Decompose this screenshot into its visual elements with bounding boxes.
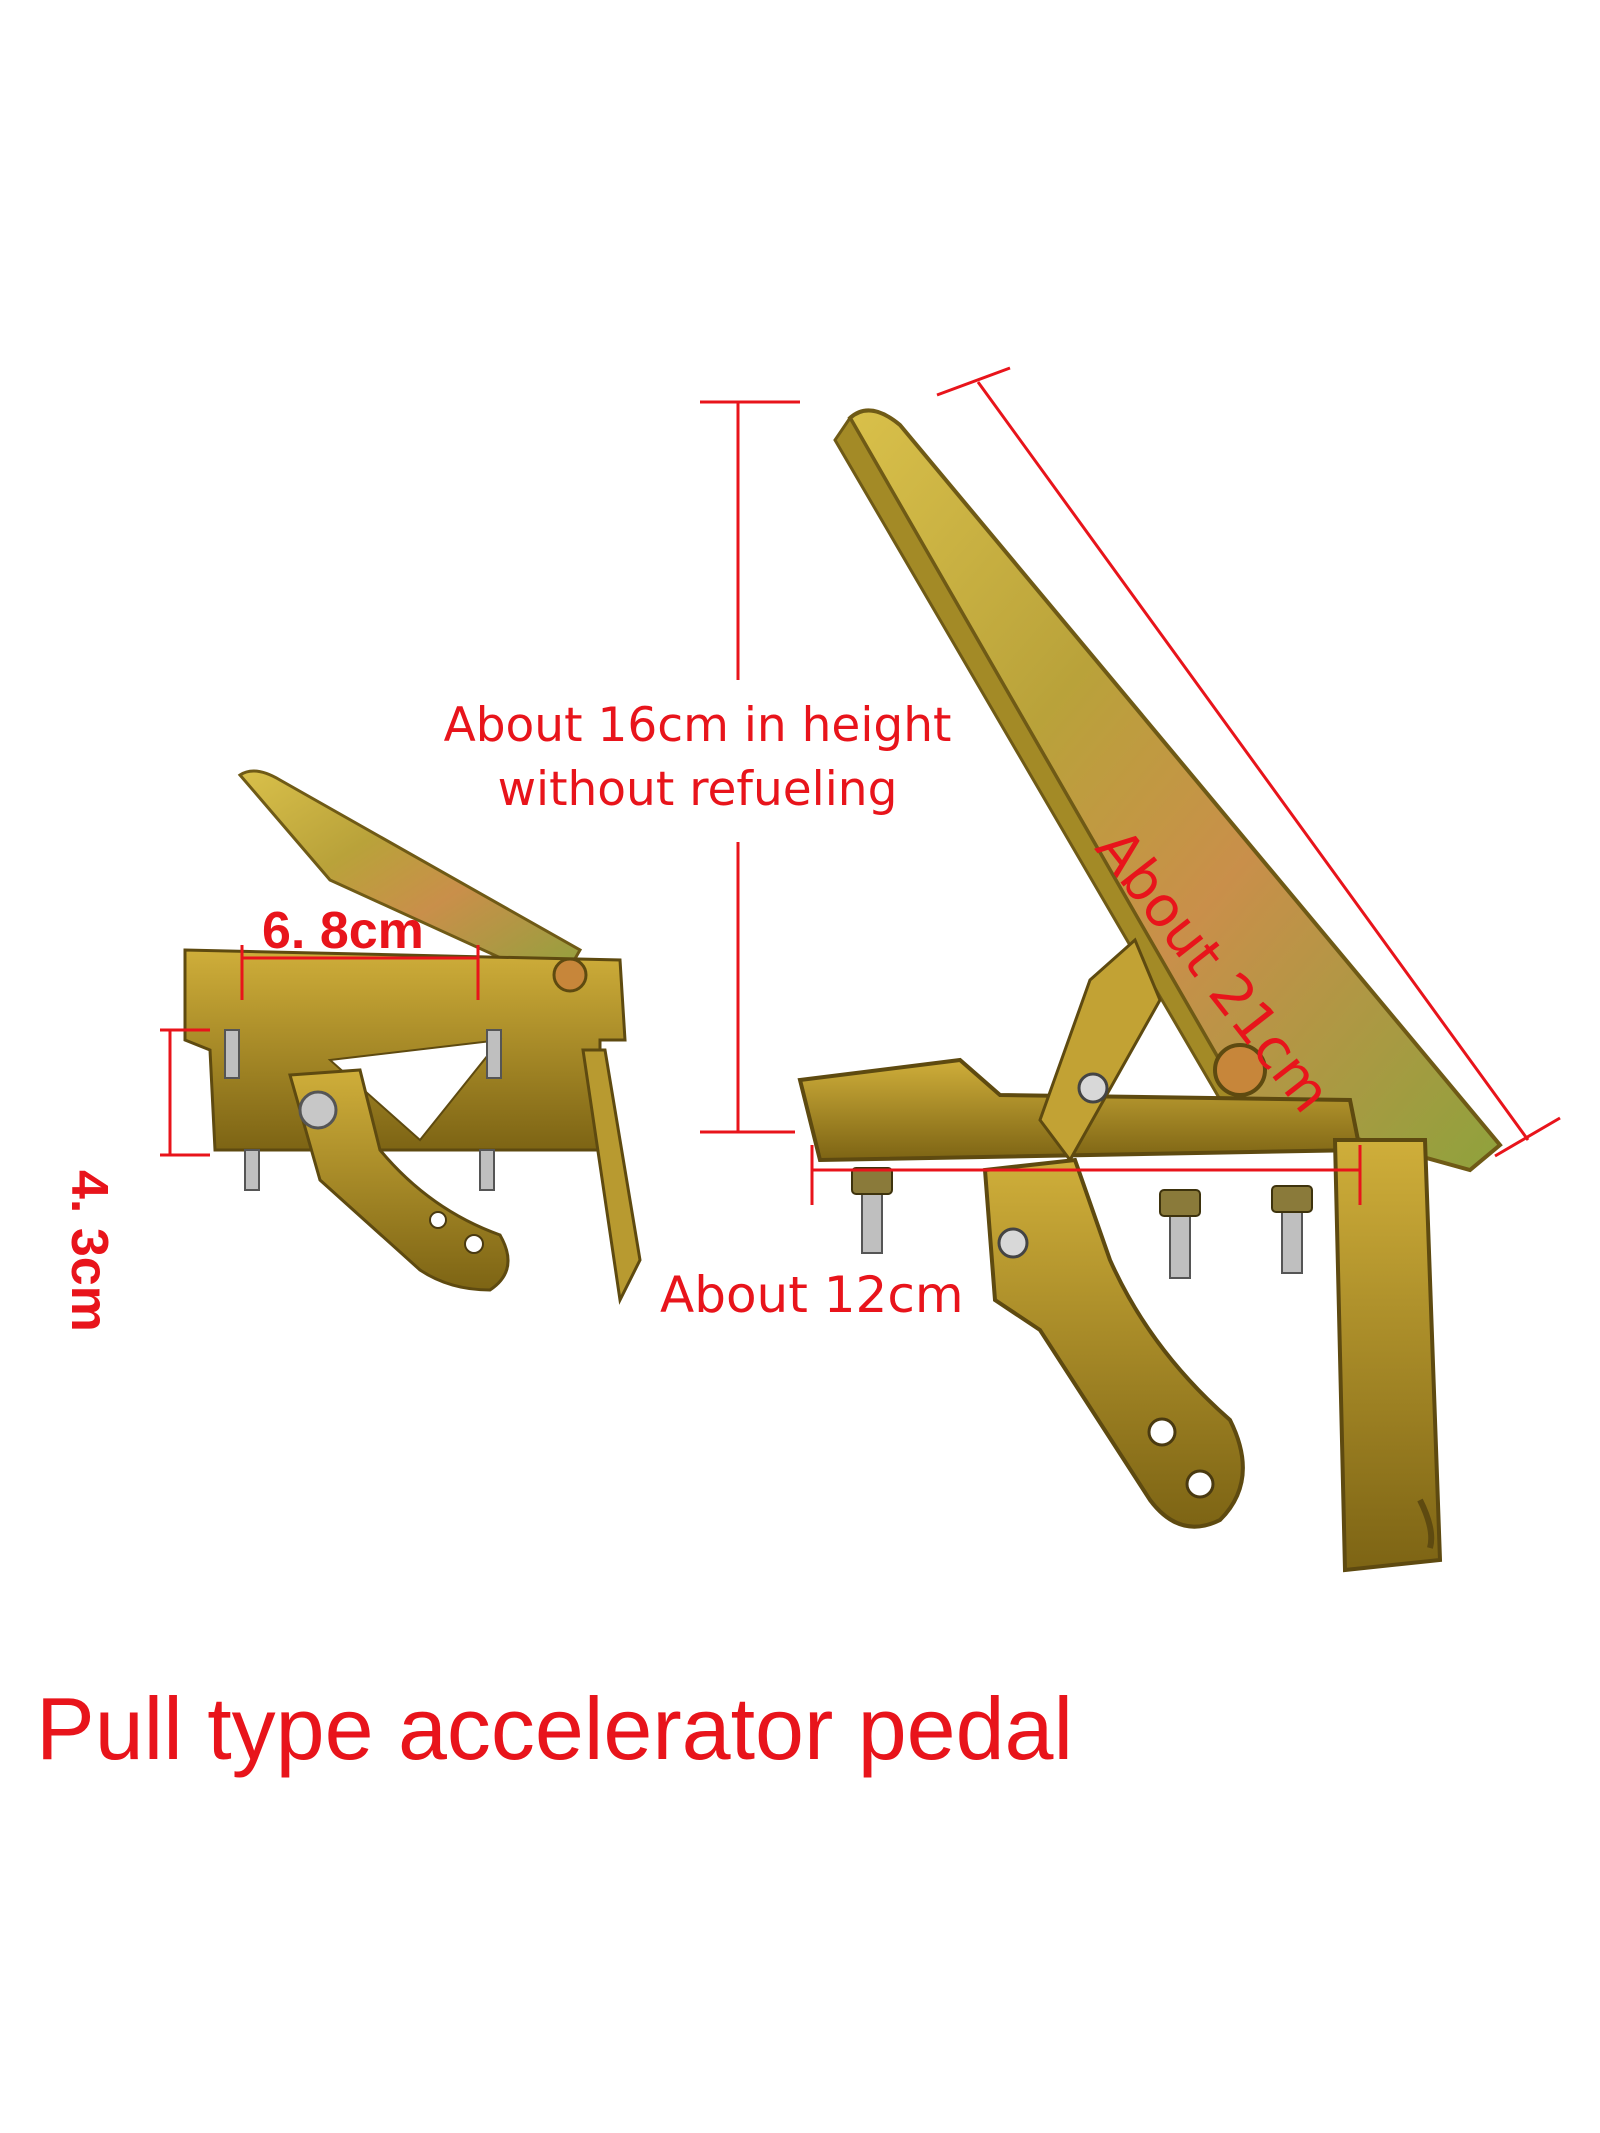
width-dimension-label: About 12cm bbox=[660, 1266, 964, 1324]
height-label-line1: About 16cm in height bbox=[443, 698, 952, 753]
dimension-lines bbox=[160, 366, 1561, 1205]
small-width-dimension-label: 6. 8cm bbox=[262, 902, 424, 960]
small-pedal bbox=[183, 769, 642, 1305]
height-dimension-label: About 16cm in height without refueling bbox=[420, 694, 975, 822]
large-pedal bbox=[797, 408, 1503, 1573]
height-label-line2: without refueling bbox=[497, 762, 898, 817]
small-height-dimension-label: 4. 3cm bbox=[60, 1170, 118, 1332]
product-caption: Pull type accelerator pedal bbox=[36, 1679, 1074, 1778]
